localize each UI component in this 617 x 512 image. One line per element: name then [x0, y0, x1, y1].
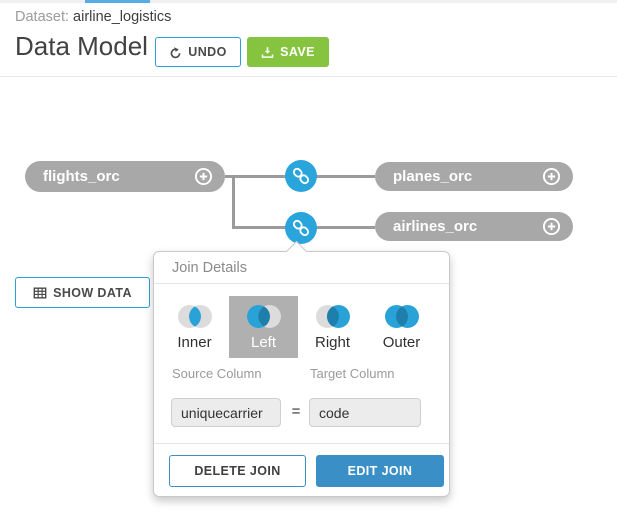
join-node-flights-airlines[interactable] — [285, 212, 317, 244]
join-type-outer[interactable]: Outer — [367, 296, 436, 358]
venn-outer-icon — [382, 303, 422, 330]
target-column-label: Target Column — [310, 366, 395, 381]
join-type-label: Right — [314, 334, 351, 351]
venn-left-icon — [244, 303, 284, 330]
source-column-label: Source Column — [172, 366, 262, 381]
join-node-flights-planes[interactable] — [285, 160, 317, 192]
table-node-label: airlines_orc — [393, 218, 478, 235]
join-type-right[interactable]: Right — [298, 296, 367, 358]
top-strip — [0, 0, 617, 3]
join-type-label: Inner — [177, 334, 212, 351]
dataset-label: Dataset: — [15, 9, 69, 25]
venn-right-icon — [313, 303, 353, 330]
breadcrumb: Dataset: airline_logistics — [15, 9, 171, 25]
save-icon — [261, 46, 274, 59]
chain-link-icon — [291, 218, 311, 238]
join-type-left[interactable]: Left — [229, 296, 298, 358]
join-type-selector: Inner Left Right Outer — [160, 296, 436, 358]
undo-button-label: UNDO — [188, 45, 227, 59]
table-node-flights[interactable]: flights_orc — [25, 161, 225, 192]
connector-branch-vertical — [232, 175, 235, 229]
page-title: Data Model — [15, 31, 148, 61]
equals-sign: = — [291, 403, 301, 420]
dataset-name: airline_logistics — [73, 9, 172, 25]
add-column-icon[interactable] — [194, 167, 213, 186]
chain-link-icon — [291, 166, 311, 186]
active-tab-indicator — [85, 0, 150, 3]
delete-join-button[interactable]: DELETE JOIN — [169, 455, 306, 487]
popup-title: Join Details — [154, 252, 449, 284]
add-column-icon[interactable] — [542, 167, 561, 186]
target-column-field[interactable] — [309, 398, 421, 427]
source-column-field[interactable] — [171, 398, 281, 427]
venn-inner-icon — [175, 303, 215, 330]
edit-join-button-label: EDIT JOIN — [347, 464, 413, 478]
table-node-label: flights_orc — [43, 168, 120, 185]
join-details-popup: Join Details Inner Left Right Outer Sour… — [153, 240, 450, 497]
save-button-label: SAVE — [280, 45, 315, 59]
join-type-label: Outer — [382, 334, 421, 351]
table-node-label: planes_orc — [393, 168, 473, 185]
table-grid-icon — [33, 286, 47, 300]
popup-footer-divider — [154, 443, 449, 444]
show-data-button-label: SHOW DATA — [53, 285, 132, 300]
show-data-button[interactable]: SHOW DATA — [15, 277, 150, 308]
join-type-label: Left — [250, 334, 277, 351]
add-column-icon[interactable] — [542, 217, 561, 236]
table-node-airlines[interactable]: airlines_orc — [375, 212, 573, 241]
save-button[interactable]: SAVE — [247, 37, 329, 67]
undo-icon — [169, 46, 182, 59]
undo-button[interactable]: UNDO — [155, 37, 241, 67]
table-node-planes[interactable]: planes_orc — [375, 162, 573, 191]
delete-join-button-label: DELETE JOIN — [194, 464, 281, 478]
edit-join-button[interactable]: EDIT JOIN — [316, 455, 444, 487]
header-divider — [0, 76, 617, 77]
join-type-inner[interactable]: Inner — [160, 296, 229, 358]
